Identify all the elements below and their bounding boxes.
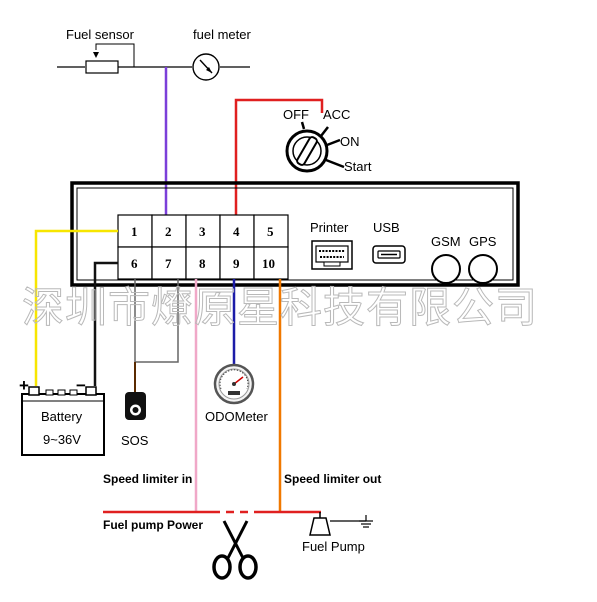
black-ground-wire — [93, 261, 118, 386]
ignition-off-label: OFF — [283, 107, 309, 122]
ground-icon — [359, 520, 373, 528]
pin-10-label: 10 — [262, 256, 275, 271]
sos-label: SOS — [121, 433, 149, 448]
battery-name: Battery — [41, 409, 83, 424]
pin-1-label: 1 — [131, 224, 138, 239]
red-acc-wire — [234, 98, 324, 218]
battery-icon — [21, 386, 105, 456]
ignition-on-label: ON — [340, 134, 360, 149]
pin-3-label: 3 — [199, 224, 206, 239]
scissors-icon — [212, 520, 258, 580]
pin-5-label: 5 — [267, 224, 274, 239]
usb-port-icon — [372, 245, 406, 264]
speed-limiter-in-label: Speed limiter in — [103, 472, 192, 486]
gps-label: GPS — [469, 234, 497, 249]
odometer-gauge-icon — [213, 363, 255, 405]
pin-2-label: 2 — [165, 224, 172, 239]
fuel-sensor-line — [57, 43, 250, 74]
odometer-label: ODOMeter — [205, 409, 269, 424]
fuel-pump-icon — [309, 512, 367, 536]
fuel-meter-gauge-icon — [192, 53, 220, 81]
printer-label: Printer — [310, 220, 349, 235]
usb-label: USB — [373, 220, 400, 235]
fuel-sensor-label: Fuel sensor — [66, 27, 135, 42]
gsm-label: GSM — [431, 234, 461, 249]
sos-wire-loop — [134, 279, 179, 363]
watermark: 深圳市燎原星科技有限公司 — [22, 283, 538, 332]
gps-antenna-port-icon — [468, 254, 498, 284]
ignition-switch-icon — [285, 121, 345, 173]
fuel-pump-power-label: Fuel pump Power — [103, 518, 203, 532]
gsm-antenna-port-icon — [431, 254, 461, 284]
ignition-acc-label: ACC — [323, 107, 350, 122]
pin-7-label: 7 — [165, 256, 172, 271]
fuel-pump-label: Fuel Pump — [302, 539, 365, 554]
pin-4-label: 4 — [233, 224, 240, 239]
fuel-meter-label: fuel meter — [193, 27, 251, 42]
battery-plus-label: + — [19, 376, 29, 395]
pin-8-label: 8 — [199, 256, 206, 271]
ignition-start-label: Start — [344, 159, 372, 174]
fuel-sensor-resistor — [85, 60, 119, 74]
device-enclosure — [70, 181, 520, 287]
sos-button-icon — [125, 392, 146, 420]
yellow-power-wire — [34, 229, 118, 386]
device-panel — [76, 187, 514, 281]
battery-minus-label: − — [76, 376, 86, 395]
battery-voltage: 9~36V — [43, 432, 81, 447]
pin-9-label: 9 — [233, 256, 240, 271]
pin-6-label: 6 — [131, 256, 138, 271]
connector-block: 1 2 3 4 5 6 7 8 9 10 — [117, 214, 289, 280]
speed-limiter-out-label: Speed limiter out — [284, 472, 381, 486]
printer-port-icon — [311, 240, 353, 270]
